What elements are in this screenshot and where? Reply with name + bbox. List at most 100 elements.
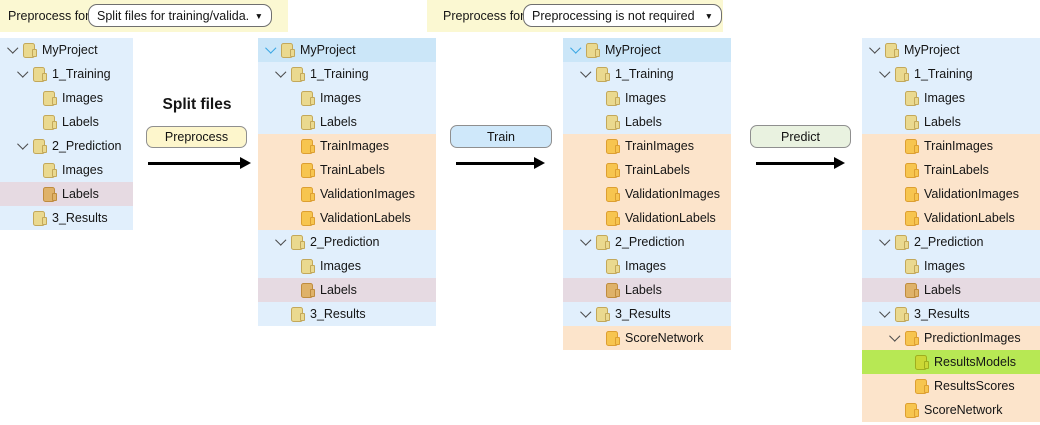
chevron-down-icon[interactable] [263, 42, 279, 58]
folder-icon [301, 258, 315, 274]
chevron-slot-empty [273, 306, 289, 322]
tree-item-images[interactable]: Images [563, 86, 731, 110]
tree-item-labels[interactable]: Labels [0, 110, 133, 134]
tree-item-3_results[interactable]: 3_Results [258, 302, 436, 326]
tree-item-validationlabels[interactable]: ValidationLabels [862, 206, 1040, 230]
tree-item-label: Images [625, 258, 666, 273]
tree-item-validationimages[interactable]: ValidationImages [258, 182, 436, 206]
tree-item-labels[interactable]: Labels [862, 278, 1040, 302]
tree-item-label: TrainLabels [625, 162, 690, 177]
tree-item-images[interactable]: Images [258, 254, 436, 278]
preprocess-button[interactable]: Preprocess [146, 126, 247, 148]
arrow-right-icon [456, 162, 534, 165]
tree-item-images[interactable]: Images [563, 254, 731, 278]
tree-item-labels[interactable]: Labels [258, 278, 436, 302]
chevron-slot-empty [25, 162, 41, 178]
tree-item-2_prediction[interactable]: 2_Prediction [563, 230, 731, 254]
chevron-down-icon[interactable] [5, 42, 21, 58]
tree-item-trainlabels[interactable]: TrainLabels [563, 158, 731, 182]
tree-item-scorenetwork[interactable]: ScoreNetwork [563, 326, 731, 350]
chevron-down-icon[interactable] [877, 66, 893, 82]
tree-item-labels[interactable]: Labels [258, 110, 436, 134]
chevron-down-icon[interactable] [568, 42, 584, 58]
tree-item-resultsmodels[interactable]: ResultsModels [862, 350, 1040, 374]
tree-item-validationimages[interactable]: ValidationImages [563, 182, 731, 206]
tree-item-images[interactable]: Images [0, 158, 133, 182]
tree-item-label: ResultsScores [934, 378, 1015, 393]
tree-item-trainimages[interactable]: TrainImages [862, 134, 1040, 158]
tree-item-2_prediction[interactable]: 2_Prediction [862, 230, 1040, 254]
tree-item-3_results[interactable]: 3_Results [862, 302, 1040, 326]
tree-item-label: TrainImages [320, 138, 390, 153]
predict-button[interactable]: Predict [750, 125, 851, 148]
tree-item-images[interactable]: Images [862, 86, 1040, 110]
tree-item-1_training[interactable]: 1_Training [258, 62, 436, 86]
tree-item-labels[interactable]: Labels [563, 110, 731, 134]
chevron-down-icon[interactable] [273, 66, 289, 82]
tree-item-images[interactable]: Images [862, 254, 1040, 278]
folder-icon [905, 330, 919, 346]
chevron-slot-empty [588, 114, 604, 130]
preprocess-mode-dropdown-right[interactable]: Preprocessing is not required ▼ [523, 4, 722, 27]
tree-item-trainlabels[interactable]: TrainLabels [862, 158, 1040, 182]
tree-item-label: ValidationLabels [625, 210, 716, 225]
tree-item-label: Images [62, 90, 103, 105]
tree-item-label: 2_Prediction [914, 234, 984, 249]
tree-item-trainlabels[interactable]: TrainLabels [258, 158, 436, 182]
train-button[interactable]: Train [450, 125, 552, 148]
preprocess-for-label: Preprocess for [443, 9, 525, 23]
tree-item-trainimages[interactable]: TrainImages [258, 134, 436, 158]
tree-item-labels[interactable]: Labels [862, 110, 1040, 134]
folder-icon [291, 234, 305, 250]
chevron-down-icon[interactable] [867, 42, 883, 58]
tree-item-images[interactable]: Images [258, 86, 436, 110]
tree-item-myproject[interactable]: MyProject [0, 38, 133, 62]
tree-item-myproject[interactable]: MyProject [862, 38, 1040, 62]
tree-item-trainimages[interactable]: TrainImages [563, 134, 731, 158]
tree-item-validationimages[interactable]: ValidationImages [862, 182, 1040, 206]
tree-item-2_prediction[interactable]: 2_Prediction [258, 230, 436, 254]
folder-icon [301, 114, 315, 130]
chevron-down-icon[interactable] [15, 138, 31, 154]
chevron-slot-empty [887, 114, 903, 130]
tree-item-label: Labels [924, 114, 961, 129]
tree-item-1_training[interactable]: 1_Training [563, 62, 731, 86]
chevron-down-icon[interactable] [15, 66, 31, 82]
tree-item-resultsscores[interactable]: ResultsScores [862, 374, 1040, 398]
chevron-down-icon[interactable] [887, 330, 903, 346]
tree-item-1_training[interactable]: 1_Training [862, 62, 1040, 86]
preprocess-mode-dropdown-left[interactable]: Split files for training/valida... ▼ [88, 4, 272, 27]
folder-icon [596, 306, 610, 322]
chevron-glyph [275, 66, 287, 78]
tree-item-images[interactable]: Images [0, 86, 133, 110]
folder-icon [281, 42, 295, 58]
tree-item-label: TrainLabels [924, 162, 989, 177]
tree-item-scorenetwork[interactable]: ScoreNetwork [862, 398, 1040, 422]
arrow-right-icon [756, 162, 834, 165]
tree-item-validationlabels[interactable]: ValidationLabels [563, 206, 731, 230]
chevron-down-icon[interactable] [578, 66, 594, 82]
chevron-down-icon[interactable] [877, 234, 893, 250]
tree-item-myproject[interactable]: MyProject [258, 38, 436, 62]
chevron-slot-empty [588, 330, 604, 346]
folder-icon [905, 90, 919, 106]
tree-item-3_results[interactable]: 3_Results [0, 206, 133, 230]
tree-item-label: 2_Prediction [615, 234, 685, 249]
tree-item-1_training[interactable]: 1_Training [0, 62, 133, 86]
folder-icon [895, 66, 909, 82]
tree-item-2_prediction[interactable]: 2_Prediction [0, 134, 133, 158]
chevron-down-icon[interactable] [578, 234, 594, 250]
chevron-down-icon[interactable] [877, 306, 893, 322]
folder-icon [915, 378, 929, 394]
tree-item-myproject[interactable]: MyProject [563, 38, 731, 62]
chevron-glyph [7, 42, 19, 54]
chevron-down-icon[interactable] [578, 306, 594, 322]
tree-item-labels[interactable]: Labels [563, 278, 731, 302]
split-files-title: Split files [162, 96, 232, 113]
tree-item-predictionimages[interactable]: PredictionImages [862, 326, 1040, 350]
tree-item-3_results[interactable]: 3_Results [563, 302, 731, 326]
tree-item-validationlabels[interactable]: ValidationLabels [258, 206, 436, 230]
chevron-down-icon[interactable] [273, 234, 289, 250]
folder-icon [43, 114, 57, 130]
tree-item-labels[interactable]: Labels [0, 182, 133, 206]
